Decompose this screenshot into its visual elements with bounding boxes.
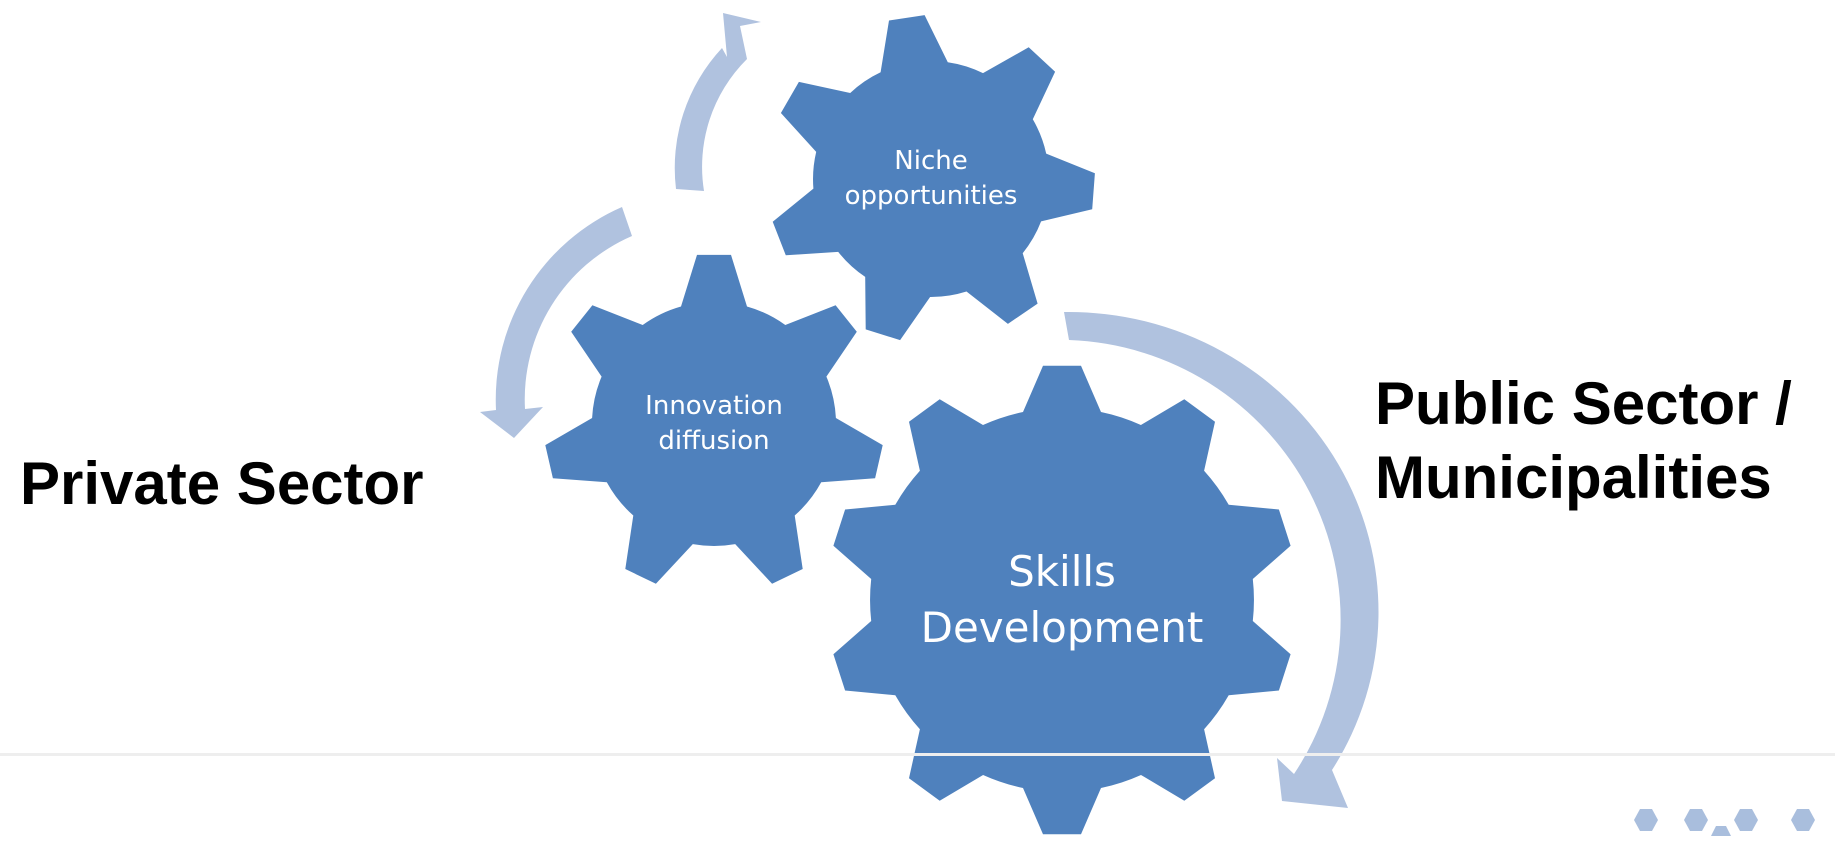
arrow-left-cycle xyxy=(480,207,632,438)
skills-gear-label: Skills Development xyxy=(921,544,1204,656)
public-sector-label: Public Sector / Municipalities xyxy=(1375,367,1792,515)
innovation-line1: Innovation xyxy=(645,391,783,421)
logo-hex-1 xyxy=(1634,809,1658,831)
public-sector-line2: Municipalities xyxy=(1375,444,1772,511)
niche-gear-label: Niche opportunities xyxy=(845,144,1018,214)
logo-hex-2 xyxy=(1684,809,1708,831)
arrow-right-big xyxy=(1064,311,1379,808)
arrow-top-cycle xyxy=(674,13,761,191)
skills-gear xyxy=(833,365,1291,835)
niche-line1: Niche xyxy=(894,146,968,176)
logo-hex-3 xyxy=(1734,809,1758,831)
gear-group xyxy=(545,15,1291,835)
innovation-gear xyxy=(545,254,883,584)
niche-gear xyxy=(772,15,1095,341)
public-sector-line1: Public Sector / xyxy=(1375,370,1792,437)
arrow-group xyxy=(480,13,1379,808)
footer-divider xyxy=(0,753,1835,756)
innovation-line2: diffusion xyxy=(658,426,770,456)
innovation-gear-label: Innovation diffusion xyxy=(645,389,783,459)
hexagon-logo-icon xyxy=(1634,809,1815,836)
logo-hex-5 xyxy=(1711,826,1731,836)
skills-line1: Skills xyxy=(1008,547,1116,596)
logo-hex-4 xyxy=(1791,809,1815,831)
skills-line2: Development xyxy=(920,603,1204,652)
private-sector-label: Private Sector xyxy=(20,450,424,517)
niche-line2: opportunities xyxy=(844,181,1018,211)
